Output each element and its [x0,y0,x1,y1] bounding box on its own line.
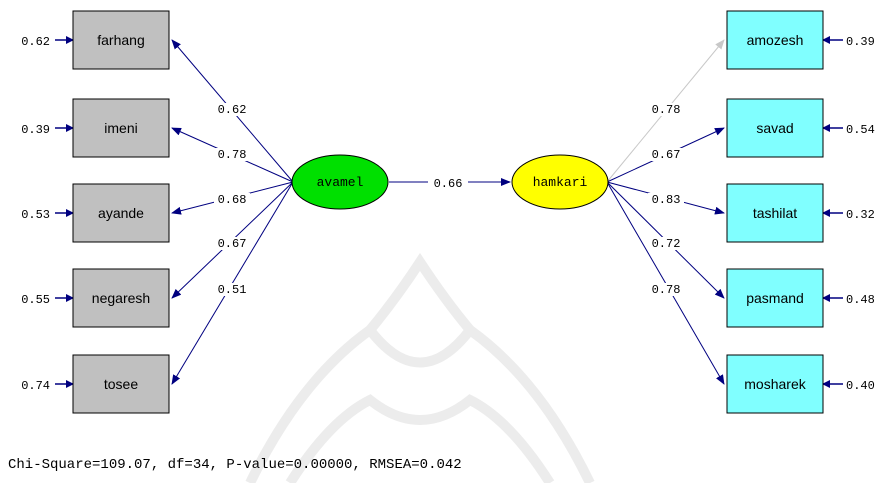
loading-label-bg [214,237,250,250]
loading-label-bg [214,283,250,296]
indicator-label: imeni [104,120,137,136]
loading-label: 0.51 [218,283,247,297]
indicator-label: amozesh [747,32,804,48]
indicator-tashilat[interactable]: tashilat [726,183,824,243]
latent-hamkari-label: hamkari [533,175,588,190]
indicator-label: tashilat [753,205,797,221]
indicator-savad[interactable]: savad [726,98,824,158]
indicator-label: mosharek [744,376,806,392]
loading-label: 0.68 [218,193,247,207]
loading-label: 0.78 [652,103,681,117]
indicator-tosee[interactable]: tosee [72,354,170,414]
error-variance: 0.53 [21,208,50,222]
loading-label: 0.78 [218,148,247,162]
error-variance: 0.39 [846,35,875,49]
indicator-label: tosee [104,376,138,392]
loading-label-bg [214,148,250,161]
error-variance: 0.55 [21,293,50,307]
indicator-amozesh[interactable]: amozesh [726,10,824,70]
error-variance: 0.48 [846,293,875,307]
loading-label: 0.83 [652,193,681,207]
loading-label-bg [214,103,250,116]
latent-avamel-label: avamel [317,175,364,190]
structural-coefficient: 0.66 [434,177,463,191]
indicator-label: negaresh [92,290,150,306]
indicator-mosharek[interactable]: mosharek [726,354,824,414]
indicator-label: savad [756,120,793,136]
structural-label-bg [428,175,468,189]
loading-label-bg [648,283,684,296]
loading-label-bg [648,193,684,206]
fit-statistics: Chi-Square=109.07, df=34, P-value=0.0000… [8,457,462,473]
loading-label-bg [648,148,684,161]
error-variance: 0.40 [846,379,875,393]
latent-hamkari[interactable]: hamkari [511,154,609,210]
loading-label-bg [648,103,684,116]
loading-label-bg [214,193,250,206]
loading-label: 0.72 [652,237,681,251]
indicator-farhang[interactable]: farhang [72,10,170,70]
indicator-negaresh[interactable]: negaresh [72,268,170,328]
error-variance: 0.32 [846,208,875,222]
loading-label: 0.67 [652,148,681,162]
latent-avamel[interactable]: avamel [291,154,389,210]
error-variance: 0.62 [21,35,50,49]
loading-label: 0.78 [652,283,681,297]
error-variance: 0.74 [21,379,50,393]
error-variance: 0.39 [21,123,50,137]
error-variance: 0.54 [846,123,875,137]
loading-label: 0.67 [218,237,247,251]
indicator-imeni[interactable]: imeni [72,98,170,158]
indicator-label: farhang [97,32,144,48]
loading-label: 0.62 [218,103,247,117]
indicator-pasmand[interactable]: pasmand [726,268,824,328]
watermark-ornament [245,252,595,483]
loading-label-bg [648,237,684,250]
indicator-ayande[interactable]: ayande [72,183,170,243]
indicator-label: pasmand [746,290,804,306]
indicator-label: ayande [98,205,144,221]
